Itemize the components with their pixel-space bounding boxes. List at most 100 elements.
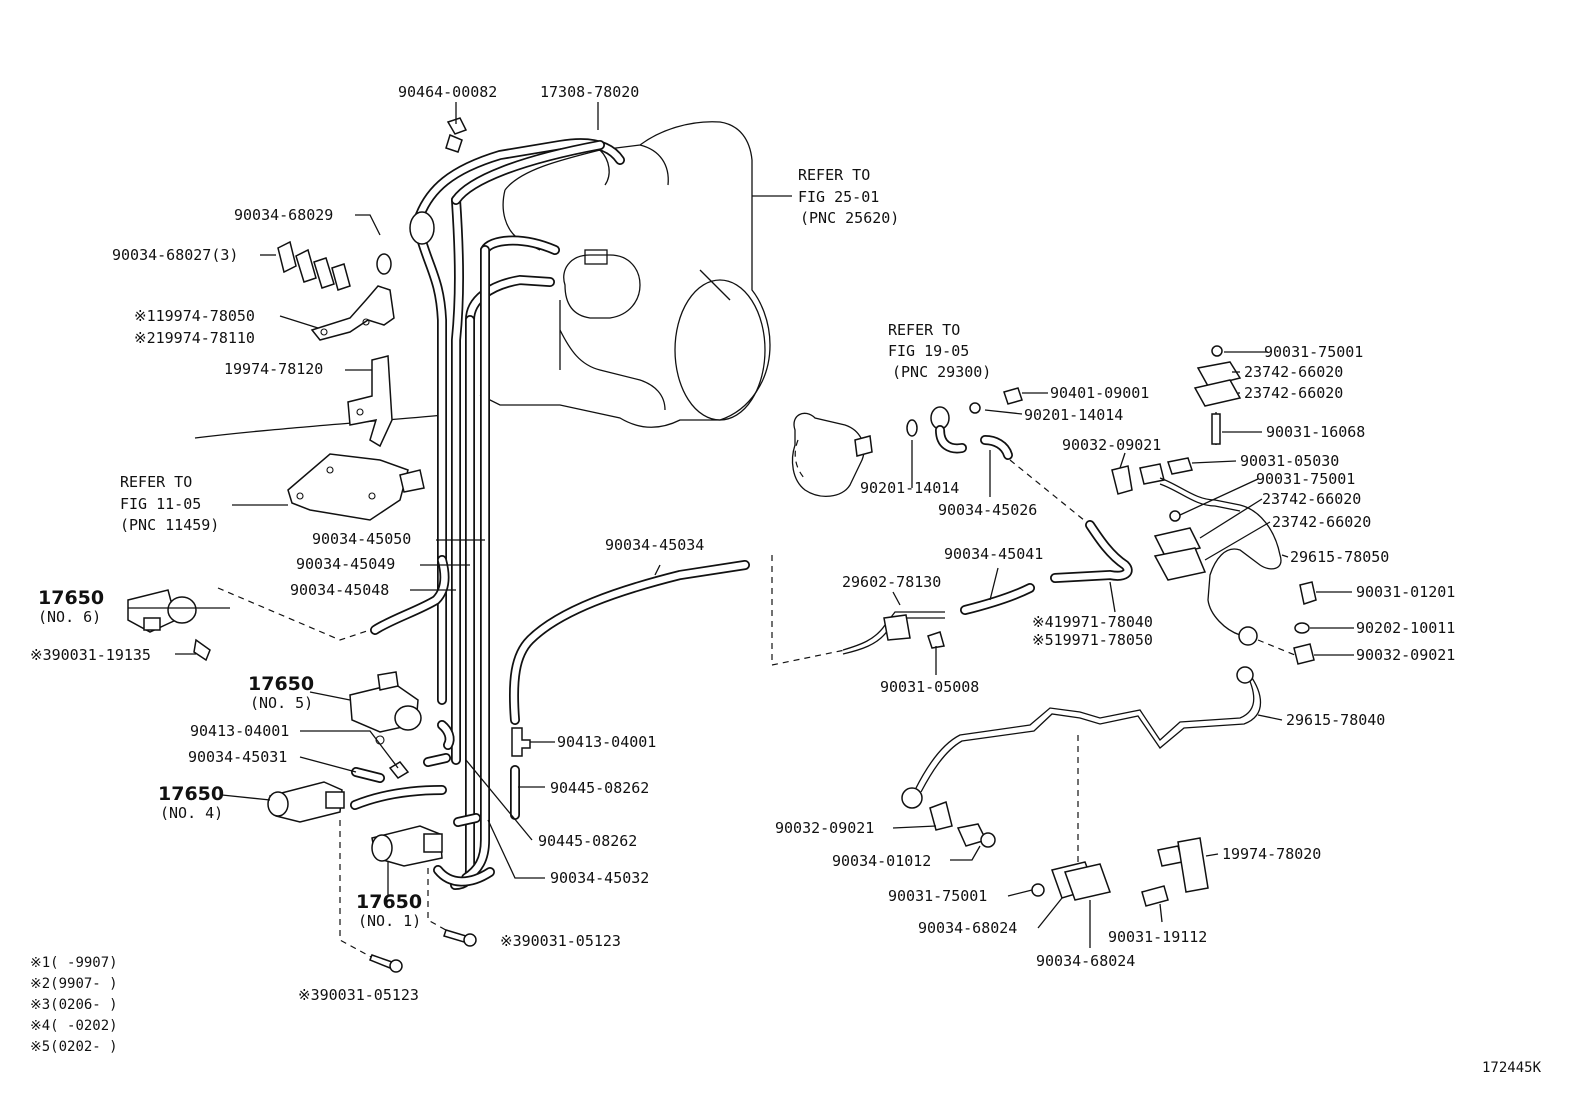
label-19971-78050: ※519971-78050 — [1032, 631, 1153, 649]
bracket-19974-78050 — [310, 285, 395, 341]
label-90031-05008: 90031-05008 — [880, 678, 979, 696]
label-90031-75001-c: 90031-75001 — [888, 887, 987, 905]
pipe-29602-78130 — [842, 611, 945, 655]
ref-fig11-line1: REFER TO — [120, 473, 192, 491]
label-90034-01012: 90034-01012 — [832, 852, 931, 870]
valve-hoses — [350, 555, 520, 887]
label-90034-45041: 90034-45041 — [944, 545, 1043, 563]
hose-90034-45026 — [980, 435, 1013, 460]
dash-45034 — [771, 555, 846, 666]
label-90202-10011: 90202-10011 — [1356, 619, 1455, 637]
label-90031-01201: 90031-01201 — [1356, 583, 1455, 601]
hose-19971 — [1050, 520, 1133, 583]
label-23742-66020-c: 23742-66020 — [1262, 490, 1361, 508]
label-90034-68024-b: 90034-68024 — [1036, 952, 1135, 970]
label-90413-04001-r: 90413-04001 — [557, 733, 656, 751]
engine-ref-line — [194, 414, 446, 439]
label-19971-78040: ※419971-78040 — [1032, 613, 1153, 631]
label-90034-45048: 90034-45048 — [290, 581, 389, 599]
label-90031-19112: 90031-19112 — [1108, 928, 1207, 946]
diagram-id: 172445K — [1482, 1060, 1542, 1076]
label-19974-78050: ※119974-78050 — [134, 307, 255, 325]
label-90032-09021-a: 90032-09021 — [1062, 436, 1161, 454]
t-fitting-90413-r — [511, 727, 531, 757]
vsv-no6 — [127, 589, 211, 662]
label-90031-19135: ※390031-19135 — [30, 646, 151, 664]
dash-pipe2 — [1257, 639, 1296, 656]
ref-fig11-line2: FIG 11-05 — [120, 495, 201, 513]
vacuum-pump — [791, 412, 873, 497]
label-90445-08262-a: 90445-08262 — [550, 779, 649, 797]
clamp-23742-top — [1193, 345, 1242, 445]
label-90034-45049: 90034-45049 — [296, 555, 395, 573]
footnote-2: ※2(9907- ) — [30, 976, 118, 992]
label-90401-09001: 90401-09001 — [1050, 384, 1149, 402]
label-23742-66020-a: 23742-66020 — [1244, 363, 1343, 381]
hose-90034-45034 — [508, 560, 750, 725]
t-fitting-90413-l — [388, 761, 410, 779]
valve-no6-code: 17650 — [38, 587, 104, 609]
fittings-right — [1111, 457, 1193, 495]
pipe-29615-78040 — [901, 666, 1261, 809]
ref-fig25-line2: FIG 25-01 — [798, 188, 879, 206]
valve-no4-code: 17650 — [158, 783, 224, 805]
bracket-19974-78020 — [1141, 837, 1209, 907]
label-90464-00082: 90464-00082 — [398, 83, 497, 101]
label-90031-05123-b: ※390031-05123 — [298, 986, 419, 1004]
bracket-fig11 — [287, 453, 425, 521]
valve-no6-sub: (NO. 6) — [38, 608, 101, 626]
label-90031-16068: 90031-16068 — [1266, 423, 1365, 441]
label-19974-78020: 19974-78020 — [1222, 845, 1321, 863]
label-90032-09021-c: 90032-09021 — [775, 819, 874, 837]
label-90031-05123-a: ※390031-05123 — [500, 932, 621, 950]
label-90413-04001-l: 90413-04001 — [190, 722, 289, 740]
clamp-23742-mid — [1153, 510, 1207, 581]
ref-fig25-line3: (PNC 25620) — [800, 209, 899, 227]
bracket-19974-78120 — [347, 355, 393, 448]
pipe-29615-78050 — [1159, 477, 1282, 646]
ref-fig19-line2: FIG 19-05 — [888, 342, 969, 360]
label-19974-78110: ※219974-78110 — [134, 329, 255, 347]
valve-no1-code: 17650 — [356, 891, 422, 913]
label-90031-05030: 90031-05030 — [1240, 452, 1339, 470]
label-90032-09021-b: 90032-09021 — [1356, 646, 1455, 664]
label-90445-08262-b: 90445-08262 — [538, 832, 637, 850]
clamp-90034-68024 — [1031, 861, 1111, 901]
label-29615-78040: 29615-78040 — [1286, 711, 1385, 729]
bolts-right — [1293, 581, 1317, 665]
vsv-no1 — [371, 825, 443, 867]
label-90034-68029: 90034-68029 — [234, 206, 333, 224]
dash-no6 — [217, 587, 371, 641]
ref-fig19-line3: (PNC 29300) — [892, 363, 991, 381]
label-17308-78020: 17308-78020 — [540, 83, 639, 101]
ref-fig19-line1: REFER TO — [888, 321, 960, 339]
footnote-4: ※4( -0202) — [30, 1018, 118, 1034]
label-90034-45050: 90034-45050 — [312, 530, 411, 548]
fitting-90401-09001 — [906, 387, 1023, 454]
label-29615-78050: 29615-78050 — [1290, 548, 1389, 566]
valve-no5-sub: (NO. 5) — [250, 694, 313, 712]
clamp-group-90034-68027 — [277, 240, 392, 291]
footnote-5: ※5(0202- ) — [30, 1039, 118, 1055]
vsv-no4 — [267, 781, 345, 823]
footnote-1: ※1( -9907) — [30, 955, 118, 971]
ref-fig25-line1: REFER TO — [798, 166, 870, 184]
vsv-no5 — [349, 671, 422, 745]
valve-no1-sub: (NO. 1) — [358, 912, 421, 930]
label-90201-14014-a: 90201-14014 — [860, 479, 959, 497]
leader-lines — [128, 102, 1354, 948]
label-90034-45031: 90034-45031 — [188, 748, 287, 766]
label-19974-78120: 19974-78120 — [224, 360, 323, 378]
valve-no4-sub: (NO. 4) — [160, 804, 223, 822]
label-90034-68027: 90034-68027(3) — [112, 246, 238, 264]
footnote-3: ※3(0206- ) — [30, 997, 118, 1013]
label-90034-45032: 90034-45032 — [550, 869, 649, 887]
vacuum-hose-bundle — [415, 195, 560, 890]
label-90031-75001-a: 90031-75001 — [1264, 343, 1363, 361]
label-23742-66020-b: 23742-66020 — [1244, 384, 1343, 402]
label-90034-45026: 90034-45026 — [938, 501, 1037, 519]
bolt-90031-05123-b — [369, 954, 403, 973]
labels: 90464-00082 17308-78020 90034-68029 9003… — [30, 83, 1542, 1076]
